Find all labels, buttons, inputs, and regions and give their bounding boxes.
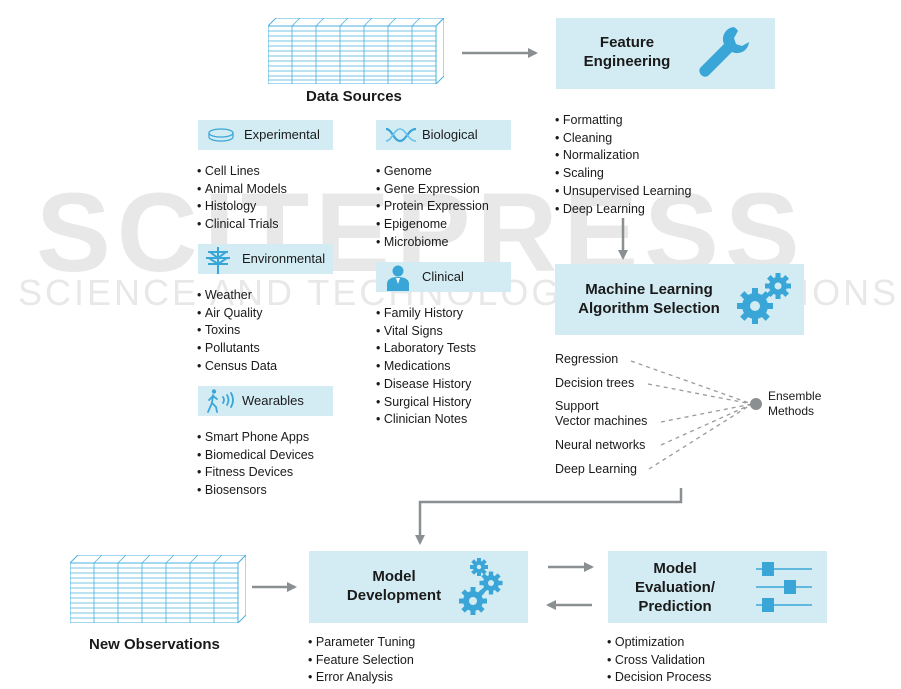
list-item: Genome xyxy=(376,163,489,181)
category-label: Clinical xyxy=(422,269,464,284)
model-evaluation-box: Model Evaluation/ Prediction xyxy=(608,551,827,623)
doctor-icon xyxy=(387,265,409,291)
dash-decision-trees xyxy=(647,383,753,405)
list-item: Census Data xyxy=(197,358,277,376)
list-item: Error Analysis xyxy=(308,669,415,687)
tree-icon xyxy=(206,247,230,274)
list-item: Cell Lines xyxy=(197,163,287,181)
list-item: Gene Expression xyxy=(376,181,489,199)
ml-selection-box: Machine Learning Algorithm Selection xyxy=(555,264,804,335)
model-development-title: Model Development xyxy=(346,568,442,604)
list-item: Biosensors xyxy=(197,482,314,500)
list-item: Protein Expression xyxy=(376,198,489,216)
category-clinical: Clinical xyxy=(376,262,511,292)
category-biological: Biological xyxy=(376,120,511,150)
algorithm-deep-learning: Deep Learning xyxy=(555,462,638,476)
list-item: Clinical Trials xyxy=(197,216,287,234)
model-evaluation-steps: Optimization Cross Validation Decision P… xyxy=(607,634,712,687)
gears-icon xyxy=(459,558,503,615)
algorithm-decision-trees: Decision trees xyxy=(555,376,635,390)
list-item: Feature Selection xyxy=(308,652,415,670)
list-item: Microbiome xyxy=(376,234,489,252)
category-label: Experimental xyxy=(244,127,320,142)
model-development-box: Model Development xyxy=(309,551,528,623)
feature-engineering-title: Feature Engineering xyxy=(583,34,671,70)
list-item: Weather xyxy=(197,287,277,305)
list-item: Deep Learning xyxy=(555,201,691,219)
experimental-items: Cell Lines Animal Models Histology Clini… xyxy=(197,163,287,234)
dna-icon xyxy=(385,127,417,143)
gears-icon xyxy=(737,273,791,324)
list-item: Histology xyxy=(197,198,287,216)
category-environmental: Environmental xyxy=(198,244,333,274)
list-item: Cleaning xyxy=(555,130,691,148)
category-label: Wearables xyxy=(242,393,304,408)
sliders-icon xyxy=(756,562,812,612)
category-experimental: Experimental xyxy=(198,120,333,150)
model-evaluation-title: Model Evaluation/ Prediction xyxy=(634,560,716,615)
data-grid-icon xyxy=(70,555,246,623)
feature-engineering-steps: Formatting Cleaning Normalization Scalin… xyxy=(555,112,692,219)
list-item: Scaling xyxy=(555,165,691,183)
ensemble-methods-label: Ensemble Methods xyxy=(768,389,822,418)
list-item: Epigenome xyxy=(376,216,489,234)
new-observations-title: New Observations xyxy=(89,636,220,653)
algorithm-regression: Regression xyxy=(555,352,619,366)
algorithm-svm: Support Vector machines xyxy=(555,399,648,428)
list-item: Smart Phone Apps xyxy=(197,429,314,447)
data-sources-title: Data Sources xyxy=(306,88,402,105)
clinical-items: Family History Vital Signs Laboratory Te… xyxy=(376,305,476,429)
list-item: Decision Process xyxy=(607,669,712,687)
feature-engineering-box: Feature Engineering xyxy=(556,18,775,89)
category-label: Biological xyxy=(422,127,478,142)
list-item: Disease History xyxy=(376,376,476,394)
wrench-icon xyxy=(699,27,749,77)
petri-dish-icon xyxy=(208,128,234,142)
list-item: Formatting xyxy=(555,112,691,130)
model-development-steps: Parameter Tuning Feature Selection Error… xyxy=(308,634,415,687)
list-item: Animal Models xyxy=(197,181,287,199)
list-item: Pollutants xyxy=(197,340,277,358)
category-wearables: Wearables xyxy=(198,386,333,416)
arrow-ml-to-development xyxy=(415,488,683,545)
list-item: Surgical History xyxy=(376,394,476,412)
list-item: Vital Signs xyxy=(376,323,476,341)
category-label: Environmental xyxy=(242,251,326,266)
list-item: Parameter Tuning xyxy=(308,634,415,652)
wearables-items: Smart Phone Apps Biomedical Devices Fitn… xyxy=(197,429,314,500)
ensemble-node xyxy=(750,398,762,410)
list-item: Fitness Devices xyxy=(197,464,314,482)
list-item: Clinician Notes xyxy=(376,411,476,429)
dash-neural-networks xyxy=(660,403,753,446)
list-item: Family History xyxy=(376,305,476,323)
list-item: Optimization xyxy=(607,634,711,652)
data-grid-icon xyxy=(268,18,444,84)
list-item: Toxins xyxy=(197,322,277,340)
environmental-items: Weather Air Quality Toxins Pollutants Ce… xyxy=(197,287,277,376)
list-item: Biomedical Devices xyxy=(197,447,314,465)
algorithm-neural-networks: Neural networks xyxy=(555,438,646,452)
biological-items: Genome Gene Expression Protein Expressio… xyxy=(376,163,489,252)
list-item: Air Quality xyxy=(197,305,277,323)
dash-regression xyxy=(630,360,753,405)
list-item: Normalization xyxy=(555,147,691,165)
list-item: Laboratory Tests xyxy=(376,340,476,358)
list-item: Unsupervised Learning xyxy=(555,183,692,201)
list-item: Medications xyxy=(376,358,476,376)
list-item: Cross Validation xyxy=(607,652,711,670)
ml-selection-title: Machine Learning Algorithm Selection xyxy=(578,281,720,317)
walking-person-icon xyxy=(207,389,234,413)
